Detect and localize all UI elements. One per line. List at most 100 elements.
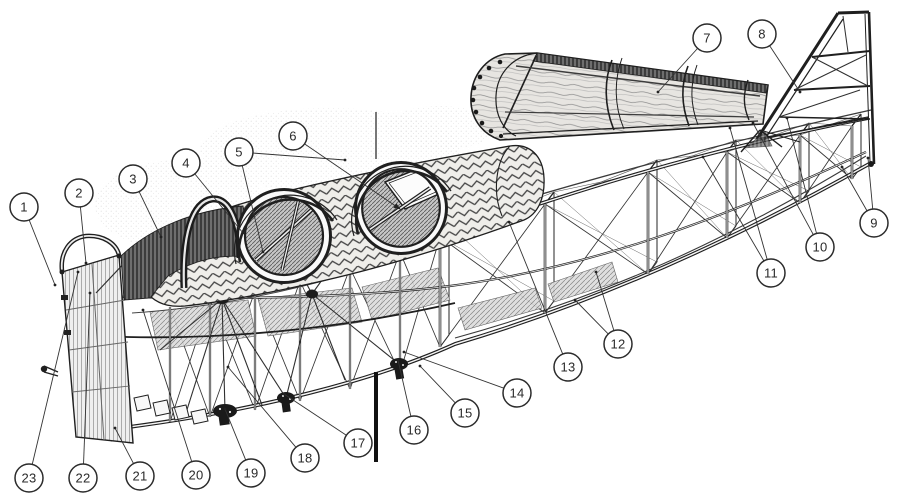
callout-circle [805, 232, 835, 262]
leader-endpoint [76, 270, 80, 274]
callout-circle [14, 463, 44, 493]
callout-19: 19 [223, 407, 266, 488]
leader-endpoint [88, 291, 92, 295]
leader-endpoint [241, 231, 245, 235]
leader-endpoint [594, 270, 598, 274]
callout-circle [692, 23, 722, 53]
leader-endpoint [113, 426, 117, 430]
leader-line [595, 271, 615, 331]
leader-endpoint [507, 220, 511, 224]
leader-line [508, 221, 564, 355]
callout-circle [450, 398, 480, 428]
callout-circle [399, 415, 429, 445]
callout-number: 10 [812, 240, 827, 255]
callout-number: 22 [75, 471, 90, 486]
leader-line [702, 156, 765, 262]
callout-number: 16 [406, 423, 421, 438]
leader-line [142, 309, 193, 462]
leader-line [224, 408, 247, 461]
cockpit-ring-front [233, 188, 338, 284]
callout-circle [118, 164, 148, 194]
leader-endpoint [141, 308, 145, 312]
callout-number: 7 [703, 31, 711, 46]
callout-number: 13 [560, 360, 575, 375]
callout-circle [747, 19, 777, 49]
leader-line [138, 191, 162, 238]
callout-number: 6 [289, 129, 297, 144]
truss-member [221, 298, 287, 399]
truss-member [647, 151, 728, 275]
callout-number: 18 [297, 451, 312, 466]
floor-slats [133, 394, 209, 425]
leader-line [31, 271, 79, 465]
leader-endpoint [751, 121, 755, 125]
callout-number: 21 [132, 469, 147, 484]
leader-line [769, 45, 801, 93]
truss-member [221, 298, 263, 406]
callout-3: 3 [118, 164, 163, 239]
callout-6: 6 [278, 121, 401, 210]
leader-line [241, 165, 264, 253]
callout-15: 15 [418, 364, 480, 428]
truss-member [159, 298, 223, 351]
truss-member [647, 171, 737, 227]
lower-fitting [277, 392, 295, 413]
callout-number: 8 [758, 27, 766, 42]
truss-member [726, 151, 810, 192]
leader-line [83, 292, 91, 465]
callout-number: 23 [21, 471, 36, 486]
leader-line [227, 366, 297, 448]
truss-member [544, 203, 658, 263]
callout-circle [9, 192, 39, 222]
leader-endpoint [261, 250, 265, 254]
leader-line [419, 365, 456, 404]
callout-circle [278, 121, 308, 151]
callout-number: 11 [764, 266, 778, 281]
callout-number: 9 [870, 216, 878, 231]
callout-4: 4 [171, 148, 245, 235]
leader-endpoint [84, 261, 88, 265]
leader-endpoint [701, 155, 705, 159]
callout-number: 14 [509, 386, 524, 401]
leader-line [283, 393, 347, 436]
callout-11: 11 [701, 126, 786, 288]
callout-circle [64, 178, 94, 208]
leader-endpoint [282, 392, 286, 396]
callout-number: 17 [350, 436, 365, 451]
callout-circle [859, 208, 889, 238]
truss-member [221, 298, 226, 412]
leader-line [304, 143, 401, 210]
leader-line [574, 299, 609, 335]
cockpit-ring-rear [351, 161, 452, 255]
tip-holes [470, 59, 504, 139]
leader-line [729, 127, 768, 260]
callout-circle [343, 428, 373, 458]
truss-member [726, 151, 801, 204]
callout-number: 3 [129, 172, 137, 187]
callout-21: 21 [113, 426, 155, 491]
callout-5: 5 [224, 137, 347, 254]
leader-endpoint [798, 90, 802, 94]
leader-line [194, 173, 244, 234]
leader-endpoint [396, 358, 400, 362]
truss-member [311, 293, 346, 381]
leader-line [786, 117, 817, 234]
leader-line [252, 152, 346, 161]
truss-verticals [151, 126, 854, 422]
leader-endpoint [785, 116, 789, 120]
cockpit-tubes [364, 186, 432, 234]
truss-member [799, 134, 853, 180]
callout-number: 2 [75, 186, 83, 201]
callout-7: 7 [656, 23, 722, 94]
leader-endpoint [418, 364, 422, 368]
leader-endpoint [159, 235, 163, 239]
callout-number: 19 [243, 466, 258, 481]
truss-member [184, 298, 223, 417]
truss-member [544, 203, 649, 275]
leader-line [28, 219, 56, 286]
truss-member [799, 125, 853, 204]
callout-circle [171, 148, 201, 178]
leader-line [79, 206, 87, 264]
stabilizer-mount [740, 129, 801, 153]
